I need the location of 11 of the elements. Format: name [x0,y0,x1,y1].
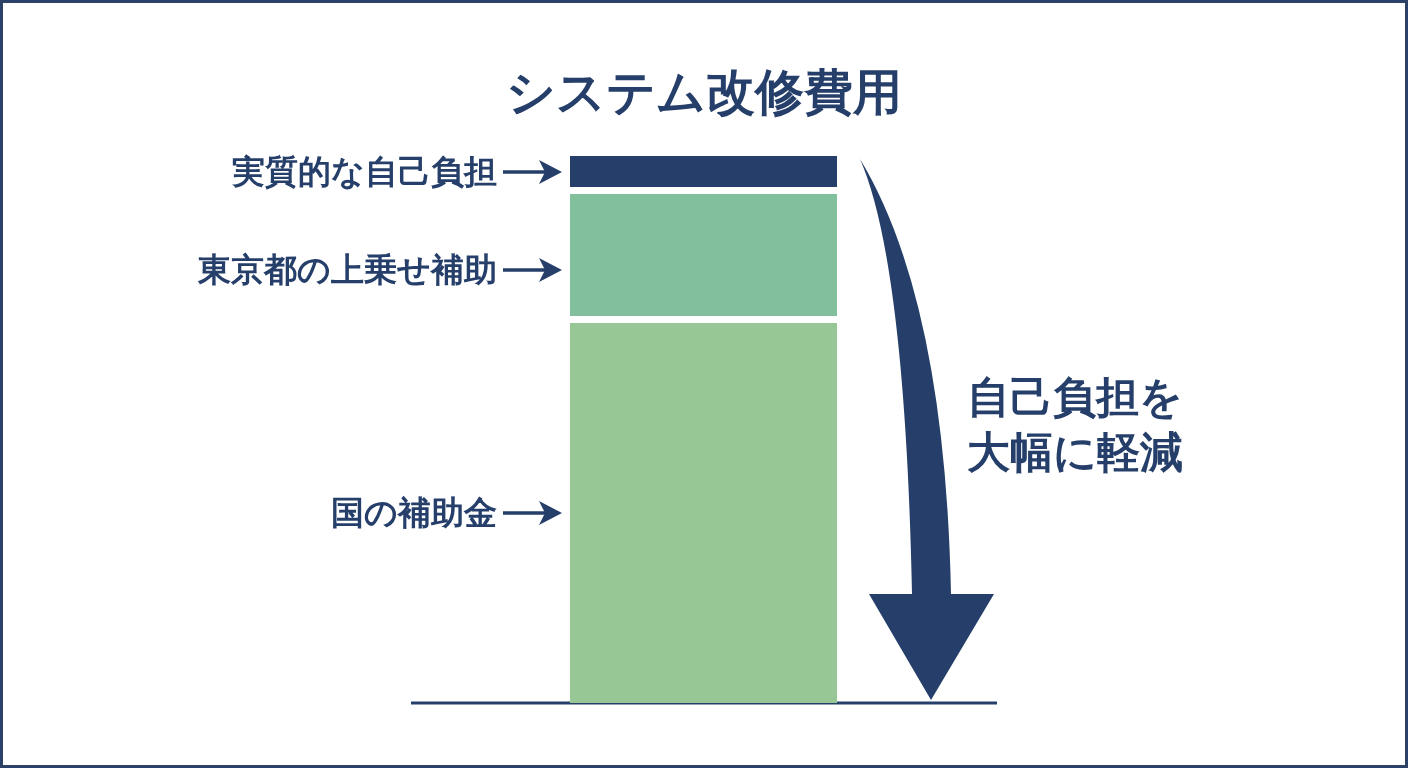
title: システム改修費用 [506,65,902,122]
bar-segment [570,323,837,703]
bar-segment [570,194,837,316]
arrow [503,501,562,525]
segment-label: 東京都の上乗せ補助 [198,250,497,290]
bar-segment [570,156,837,187]
segment-label: 実質的な自己負担 [232,152,497,192]
annotation-text: 自己負担を大幅に軽減 [967,371,1184,479]
segment-label: 国の補助金 [331,493,497,533]
arrow [503,258,562,282]
arrow [503,160,562,184]
